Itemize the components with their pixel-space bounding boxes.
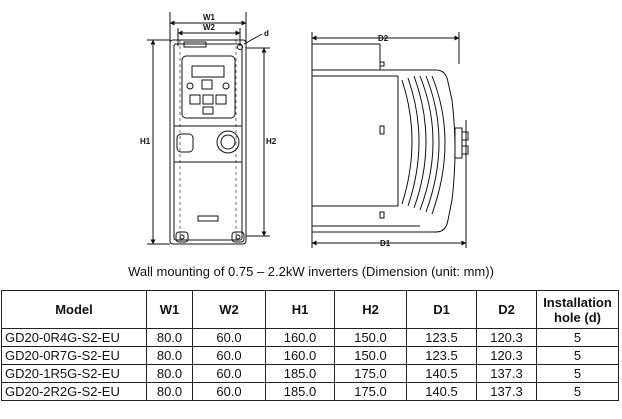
cell-d1: 123.5 [406, 328, 477, 347]
cell-d2: 120.3 [476, 328, 537, 347]
h1-label: H1 [140, 137, 151, 146]
h2-label: H2 [266, 137, 277, 146]
col-header-d2: D2 [476, 290, 537, 329]
col-header-model: Model [1, 290, 147, 329]
col-header-w2: W2 [192, 290, 266, 329]
cell-w1: 80.0 [146, 364, 193, 383]
w1-label: W1 [203, 13, 216, 22]
col-header-installation-hole: Installation hole (d) [536, 290, 619, 329]
cell-d2: 137.3 [476, 364, 537, 383]
cell-d1: 140.5 [406, 364, 477, 383]
cell-w2: 60.0 [192, 364, 266, 383]
cell-h2: 150.0 [334, 328, 407, 347]
cell-d1: 140.5 [406, 382, 477, 401]
cell-h2: 175.0 [334, 382, 407, 401]
inverter-dimension-drawing: W1 W2 H1 H2 d D2 D1 [140, 12, 469, 248]
cell-h1: 185.0 [265, 382, 335, 401]
w2-label: W2 [203, 23, 216, 32]
col-header-h2: H2 [334, 290, 407, 329]
cell-w2: 60.0 [192, 328, 266, 347]
cell-model: GD20-0R7G-S2-EU [1, 346, 147, 365]
cell-w1: 80.0 [146, 382, 193, 401]
cell-w2: 60.0 [192, 346, 266, 365]
d-label: d [264, 29, 269, 38]
cell-d2: 120.3 [476, 346, 537, 365]
cell-h1: 160.0 [265, 328, 335, 347]
cell-h1: 185.0 [265, 364, 335, 383]
cell-d2: 137.3 [476, 382, 537, 401]
col-header-h1: H1 [265, 290, 335, 329]
cell-hole: 5 [536, 382, 619, 401]
table-header-row: Model W1 W2 H1 H2 D1 D2 Installation hol… [1, 290, 619, 329]
table-row: GD20-0R7G-S2-EU 80.0 60.0 160.0 150.0 12… [1, 346, 619, 365]
d1-label: D1 [380, 239, 391, 248]
col-header-w1: W1 [146, 290, 193, 329]
cell-hole: 5 [536, 364, 619, 383]
cell-w1: 80.0 [146, 346, 193, 365]
col-header-d1: D1 [406, 290, 477, 329]
cell-w2: 60.0 [192, 382, 266, 401]
front-view [147, 12, 270, 245]
table-row: GD20-2R2G-S2-EU 80.0 60.0 185.0 175.0 14… [1, 382, 619, 401]
side-view [311, 32, 469, 248]
cell-h2: 150.0 [334, 346, 407, 365]
cell-h2: 175.0 [334, 364, 407, 383]
d2-label: D2 [378, 34, 389, 43]
cell-d1: 123.5 [406, 346, 477, 365]
cell-h1: 160.0 [265, 346, 335, 365]
cell-model: GD20-1R5G-S2-EU [1, 364, 147, 383]
figure-caption: Wall mounting of 0.75 – 2.2kW inverters … [128, 264, 494, 279]
dimension-table: Model W1 W2 H1 H2 D1 D2 Installation hol… [1, 290, 619, 401]
table-row: GD20-0R4G-S2-EU 80.0 60.0 160.0 150.0 12… [1, 328, 619, 347]
cell-model: GD20-2R2G-S2-EU [1, 382, 147, 401]
cell-model: GD20-0R4G-S2-EU [1, 328, 147, 347]
cell-hole: 5 [536, 328, 619, 347]
table-row: GD20-1R5G-S2-EU 80.0 60.0 185.0 175.0 14… [1, 364, 619, 383]
cell-hole: 5 [536, 346, 619, 365]
cell-w1: 80.0 [146, 328, 193, 347]
